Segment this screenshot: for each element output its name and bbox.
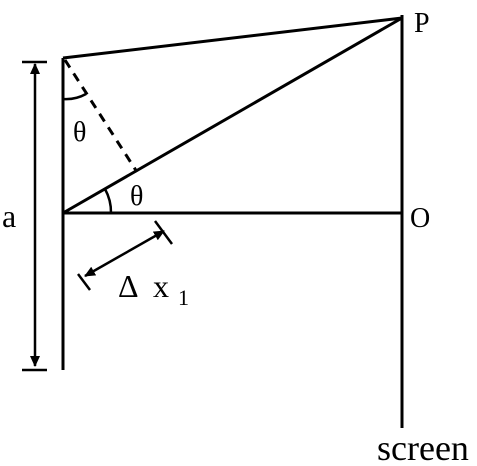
screen-label: screen — [377, 428, 469, 466]
ray-center-to-p — [62, 16, 403, 215]
path-difference-symbol: Δ — [118, 268, 139, 304]
ray-top-to-p — [62, 16, 403, 60]
angle-arc-upper — [62, 92, 87, 101]
aperture-label: a — [2, 198, 16, 234]
perpendicular-dashed-line — [63, 59, 139, 173]
angle-arc-lower — [103, 188, 113, 214]
path-difference-tick-end — [153, 220, 174, 245]
angle-lower-label: θ — [130, 181, 143, 212]
angle-upper-label: θ — [73, 117, 86, 148]
point-p-label: P — [414, 8, 430, 39]
path-difference-variable: x — [153, 268, 169, 304]
point-o-label: O — [410, 203, 430, 234]
path-difference-tick-start — [77, 273, 91, 291]
path-difference-subscript: 1 — [178, 285, 189, 310]
path-difference-arrow — [84, 229, 165, 278]
